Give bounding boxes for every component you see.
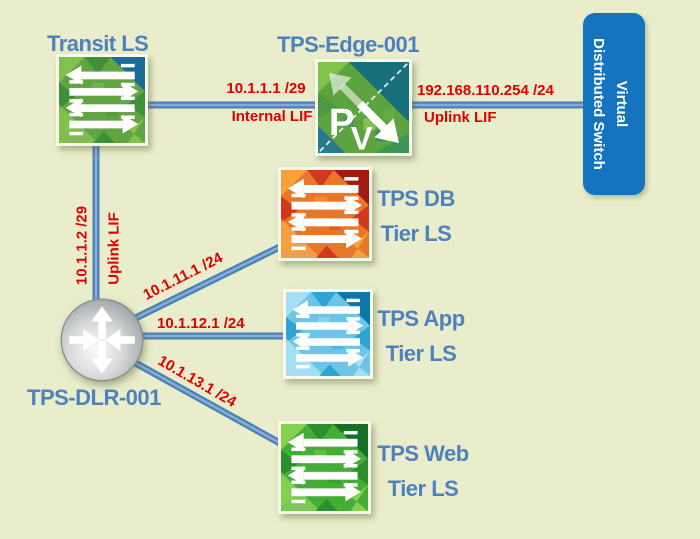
web-tier-label: TPS Web Tier LS <box>377 441 469 501</box>
virtual-distributed-switch-node <box>583 13 645 195</box>
vds-label-line1: Virtual <box>613 80 630 128</box>
link-lif-transit-dlr: Uplink LIF <box>105 212 123 285</box>
edge-letter-p: P <box>329 101 354 144</box>
link-ip-edge-vds: 192.168.110.254 /24 <box>417 82 554 99</box>
db-tier-label: TPS DB Tier LS <box>377 186 455 246</box>
link-ip-transit-dlr: 10.1.1.2 /29 <box>73 205 91 286</box>
app-tier-label: TPS App Tier LS <box>377 306 465 366</box>
dlr-router-icon <box>60 298 144 382</box>
transit-ls-label: Transit LS <box>47 31 149 56</box>
link-lif-transit-edge: Internal LIF <box>231 108 313 125</box>
edge-letter-v: V <box>351 119 373 153</box>
p-to-v-arrows-icon <box>328 72 399 143</box>
dlr-label: TPS-DLR-001 <box>27 385 161 410</box>
link-ip-transit-edge: 10.1.1.1 /29 <box>226 80 306 97</box>
edge-label: TPS-Edge-001 <box>277 32 419 57</box>
edge-gateway-icon: P V <box>315 59 412 156</box>
app-tier-logical-switch-icon <box>283 289 373 379</box>
db-tier-logical-switch-icon <box>278 167 372 261</box>
transit-logical-switch-icon <box>56 54 148 146</box>
web-tier-logical-switch-icon <box>278 421 371 514</box>
link-ip-dlr-app: 10.1.12.1 /24 <box>157 315 245 332</box>
link-lif-edge-vds: Uplink LIF <box>424 109 497 126</box>
vds-label-line2: Distributed Switch <box>590 38 607 170</box>
